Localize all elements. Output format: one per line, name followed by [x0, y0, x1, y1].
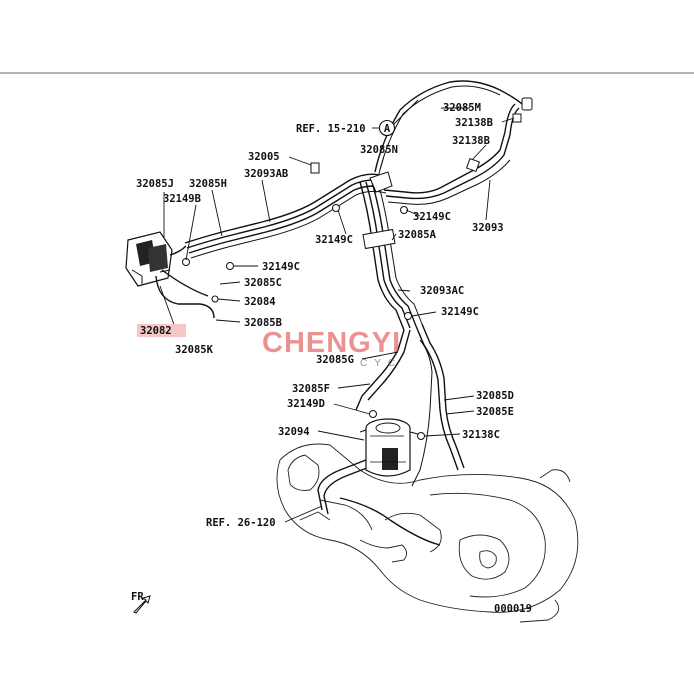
label-ref-26-120: REF. 26-120 [206, 517, 276, 529]
label-ref-15-210: REF. 15-210 [296, 123, 366, 135]
label-32084: 32084 [244, 296, 276, 308]
label-32085D: 32085D [476, 390, 514, 402]
fittings [182, 97, 533, 440]
canister [359, 418, 419, 477]
label-32149C-a: 32149C [413, 211, 451, 223]
label-32085N: 32085N [360, 144, 398, 156]
label-32149C-d: 32149C [441, 306, 479, 318]
part-labels: REF. 15-210 32085M 32138B 32138B 32005 3… [136, 102, 532, 615]
label-32093AC: 32093AC [420, 285, 464, 297]
valve-module [125, 231, 215, 319]
label-32138B-b: 32138B [452, 135, 490, 147]
front-arrow-icon: FR [131, 591, 151, 614]
label-32093: 32093 [472, 222, 504, 234]
label-32149C-c: 32149C [262, 261, 300, 273]
watermark: CHENGYI CYC [262, 327, 402, 369]
label-32149C-b: 32149C [315, 234, 353, 246]
label-32138C: 32138C [462, 429, 500, 441]
pipe-right-upper [374, 80, 523, 205]
label-32149D: 32149D [287, 398, 325, 410]
pipe-lower [355, 323, 465, 487]
label-32005: 32005 [248, 151, 280, 163]
label-32085M: 32085M [443, 102, 481, 114]
label-32093AB: 32093AB [244, 168, 288, 180]
label-32085K: 32085K [175, 344, 214, 356]
ref-circle-a: A [378, 119, 396, 137]
leader-lines [159, 99, 515, 523]
watermark-brand: CHENGYI [262, 327, 401, 359]
label-32094: 32094 [278, 426, 310, 438]
label-32085J: 32085J [136, 178, 174, 190]
front-arrow-label: FR [131, 591, 144, 603]
label-32085A: 32085A [398, 229, 437, 241]
label-code: 000019 [494, 603, 532, 615]
label-32138B-a: 32138B [455, 117, 493, 129]
engine-outline [276, 443, 579, 623]
label-32085H: 32085H [189, 178, 227, 190]
pipe-bundle-vertical [359, 181, 423, 331]
label-32085E: 32085E [476, 406, 514, 418]
pipe-to-ref [317, 459, 441, 546]
label-32085B: 32085B [244, 317, 282, 329]
watermark-sub: CYC [360, 358, 402, 369]
label-32085F: 32085F [292, 383, 330, 395]
label-32085G: 32085G [316, 354, 354, 366]
label-32085C: 32085C [244, 277, 282, 289]
label-32082: 32082 [140, 325, 172, 337]
label-32149B: 32149B [163, 193, 201, 205]
ref-circle-a-label: A [384, 123, 391, 135]
highlight-32082 [137, 324, 186, 337]
